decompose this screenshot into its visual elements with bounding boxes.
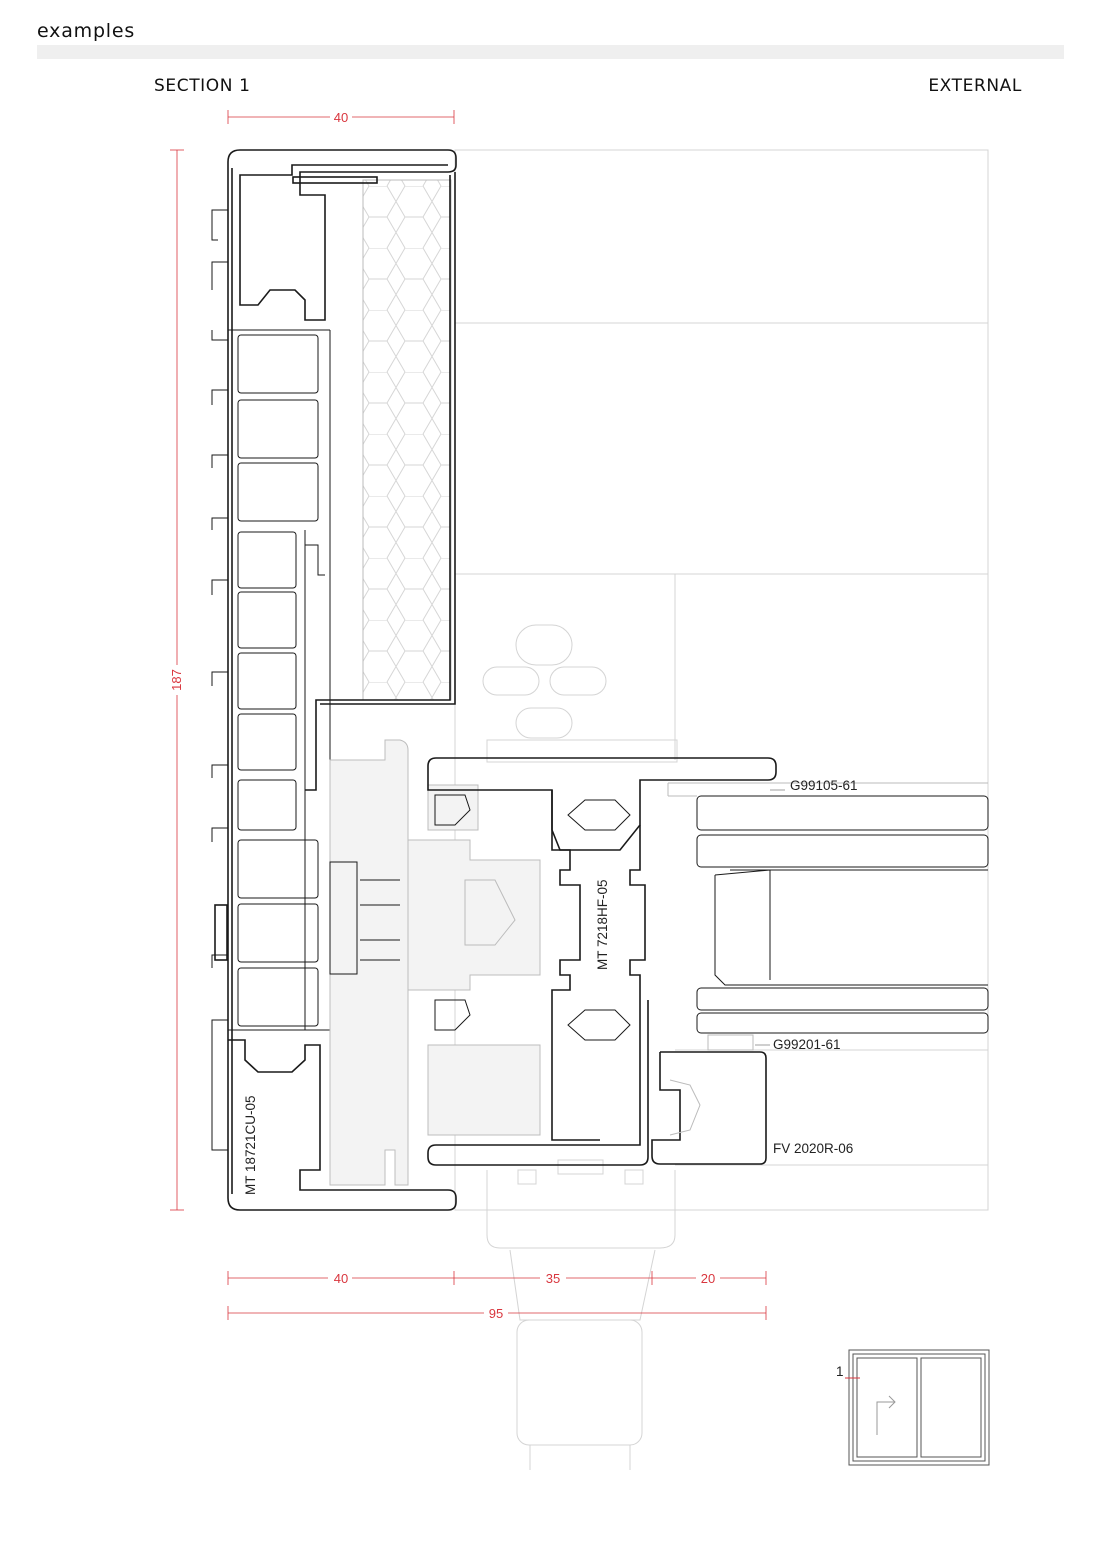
label-mullion: MT 7218HF-05	[595, 879, 610, 970]
adaptor-details	[329, 794, 516, 1031]
leader-lines	[755, 789, 785, 1046]
dim-top-width: 40	[334, 110, 348, 125]
adaptor-profile	[329, 739, 541, 1186]
section-label: SECTION 1	[154, 76, 251, 96]
dim-bottom-mid: 35	[546, 1271, 560, 1286]
label-glazing-bead: FV 2020R-06	[773, 1141, 853, 1156]
page-header-label: examples	[37, 20, 136, 42]
label-outer-frame: MT 18721CU-05	[243, 1095, 258, 1195]
dim-bottom-left: 40	[334, 1271, 348, 1286]
dimension-labels: 40 187 40 35 20 95	[169, 110, 715, 1321]
outer-frame-profile	[227, 149, 457, 1211]
dim-bottom-right: 20	[701, 1271, 715, 1286]
key-plan	[845, 1349, 990, 1466]
key-plan-number: 1	[836, 1364, 844, 1379]
label-gasket-top: G99105-61	[790, 778, 858, 793]
header-bar	[37, 45, 1064, 59]
background-outlines	[454, 149, 989, 1470]
frame-clips	[211, 209, 228, 1151]
dim-height: 187	[169, 669, 184, 691]
dim-bottom-total: 95	[489, 1306, 503, 1321]
dimension-lines	[170, 110, 767, 1320]
part-labels: MT 18721CU-05 MT 7218HF-05 G99105-61 G99…	[243, 778, 858, 1195]
glazing-bead	[651, 1051, 767, 1165]
external-label: EXTERNAL	[928, 76, 1022, 96]
frame-chambers	[228, 329, 331, 1031]
mullion-profile	[427, 757, 777, 1166]
glazing-unit	[667, 782, 989, 1051]
label-gasket-bottom: G99201-61	[773, 1037, 841, 1052]
insulation-panel	[362, 179, 452, 701]
